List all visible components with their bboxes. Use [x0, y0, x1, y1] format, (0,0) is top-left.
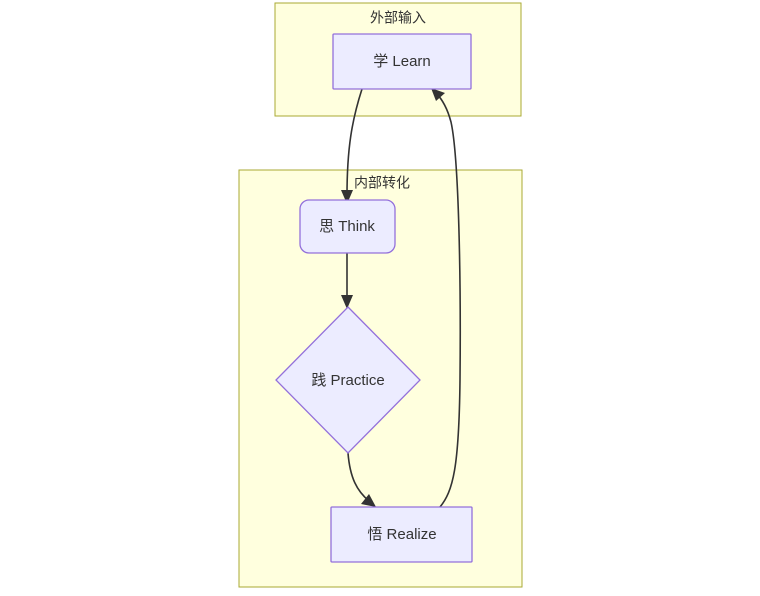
edge-realize-to-learn-arrowhead	[431, 88, 445, 101]
edge-practice-to-realize	[347, 452, 376, 507]
edge-realize-to-learn	[431, 88, 462, 508]
edge-learn-to-think-arrowhead	[341, 190, 353, 204]
edge-practice-to-realize-arrowhead	[361, 494, 376, 507]
cluster-internal-transformation-label: 内部转化	[354, 175, 410, 191]
node-think-label: 思 Think	[319, 218, 375, 235]
node-learn-label: 学 Learn	[373, 53, 431, 70]
node-learn-rect[interactable]	[332, 33, 472, 90]
node-think-rect[interactable]	[299, 199, 396, 254]
edge-think-to-practice	[341, 253, 353, 309]
cluster-external-input: 外部输入	[274, 2, 522, 117]
node-learn[interactable]: 学 Learn	[332, 33, 472, 90]
edge-layer	[341, 88, 462, 508]
cluster-external-input-label: 外部输入	[370, 10, 426, 26]
node-realize[interactable]: 悟 Realize	[330, 506, 473, 563]
node-practice-diamond[interactable]	[275, 306, 421, 454]
node-realize-rect[interactable]	[330, 506, 473, 563]
node-think[interactable]: 思 Think	[299, 199, 396, 254]
node-practice[interactable]: 践 Practice	[275, 306, 421, 454]
edge-learn-to-think	[341, 88, 363, 204]
node-practice-label: 践 Practice	[311, 372, 384, 389]
node-realize-label: 悟 Realize	[367, 526, 436, 543]
edge-realize-to-learn-path	[435, 92, 462, 508]
edge-think-to-practice-arrowhead	[341, 295, 353, 309]
edge-learn-to-think-path	[346, 88, 363, 197]
